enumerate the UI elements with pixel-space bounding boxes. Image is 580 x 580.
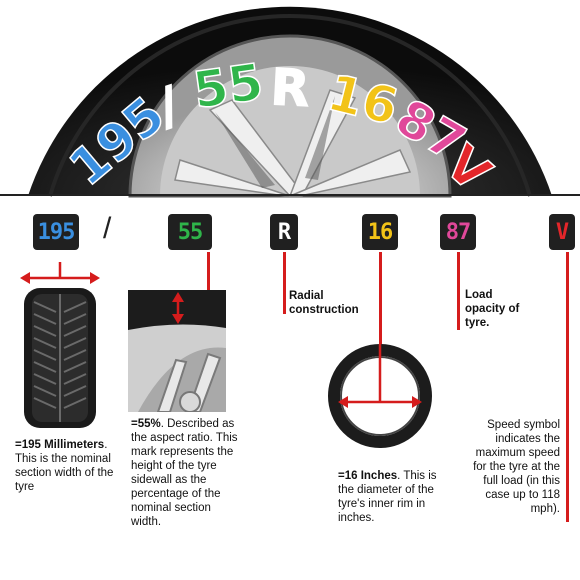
rim-pointer-line <box>379 252 382 344</box>
badge-separator: / <box>103 212 112 245</box>
sidewall-aspect-text: 55 <box>190 53 267 120</box>
aspect-note: =55%. Described as the aspect ratio. Thi… <box>131 418 238 528</box>
aspect-pointer-line <box>207 252 210 309</box>
badge-load: 87 <box>440 214 476 250</box>
sidewall-construction-text: R <box>269 58 310 118</box>
construction-pointer-line <box>283 252 286 314</box>
badge-speed: V <box>549 214 575 250</box>
wheel-sidewall-icon <box>128 290 226 412</box>
tyre-ring-icon <box>328 344 432 448</box>
load-pointer-line <box>457 252 460 330</box>
badge-width: 195 <box>33 214 79 250</box>
ground-line <box>0 194 580 196</box>
rim-note: =16 Inches. This is the diameter of the … <box>338 470 437 524</box>
tyre-sidewall-illustration: 195 / 55 R 16 87 V <box>28 6 552 200</box>
speed-pointer-line <box>566 252 569 522</box>
construction-note: Radial construction <box>289 290 359 316</box>
badge-aspect: 55 <box>168 214 212 250</box>
badge-construction: R <box>270 214 298 250</box>
load-note: Load opacity of tyre. <box>465 289 520 329</box>
width-note: =195 Millimeters. This is the nominal se… <box>15 439 114 493</box>
badge-rim: 16 <box>362 214 398 250</box>
tyre-tread-icon <box>20 262 100 428</box>
speed-note: Speed symbol indicates the maximum speed… <box>473 419 560 515</box>
